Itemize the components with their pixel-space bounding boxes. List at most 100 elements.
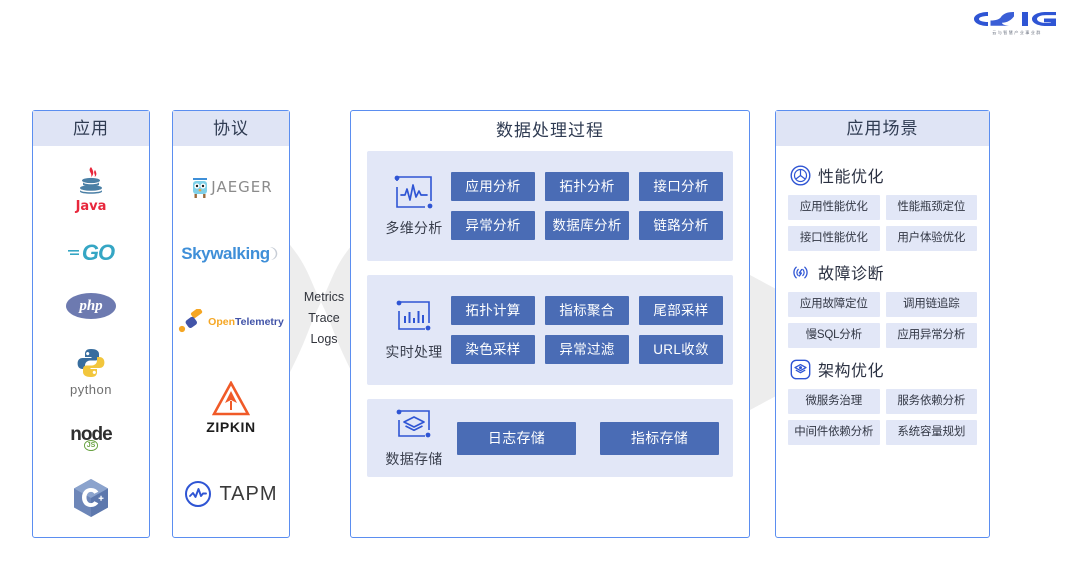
chip-interface-analysis[interactable]: 接口分析: [639, 172, 723, 201]
chip-topology-analysis[interactable]: 拓扑分析: [545, 172, 629, 201]
tag-service-dependency[interactable]: 服务依赖分析: [885, 389, 977, 414]
panel-application-title: 应用: [33, 111, 149, 146]
cpp-icon: [74, 478, 108, 517]
opentelemetry-label-open: Open: [208, 316, 235, 329]
java-icon: [80, 167, 102, 195]
multi-dimension-chip-grid: 应用分析 拓扑分析 接口分析 异常分析 数据库分析 链路分析: [451, 172, 723, 240]
chip-trace-analysis[interactable]: 链路分析: [639, 211, 723, 240]
chip-dye-sampling[interactable]: 染色采样: [451, 335, 535, 364]
nodejs-label: node: [70, 423, 112, 445]
scenario-tags-architecture: 微服务治理 服务依赖分析 中间件依赖分析 系统容量规划: [788, 389, 977, 445]
multi-dimension-analysis-label: 多维分析: [385, 219, 443, 236]
scenario-label-fault: 故障诊断: [818, 266, 885, 283]
chip-exception-filter[interactable]: 异常过滤: [545, 335, 629, 364]
csig-wordmark-icon: [974, 12, 1056, 26]
data-storage-label: 数据存储: [385, 450, 443, 467]
scenarios-body: 性能优化 应用性能优化 性能瓶颈定位 接口性能优化 用户体验优化 故障诊断: [776, 146, 989, 445]
python-icon: [77, 348, 105, 377]
java-label: Java: [75, 199, 107, 215]
opentelemetry-label-telemetry: Telemetry: [235, 316, 284, 329]
tag-slow-sql-analysis[interactable]: 慢SQL分析: [788, 323, 880, 348]
scenario-label-architecture: 架构优化: [818, 363, 885, 380]
jaeger-label: JAEGER: [211, 177, 273, 196]
panel-scenarios-title: 应用场景: [776, 111, 989, 146]
panel-protocol: 协议 JAEGER: [172, 110, 290, 538]
scenario-header-architecture: 架构优化: [790, 357, 977, 381]
tag-app-exception-analysis[interactable]: 应用异常分析: [885, 323, 977, 348]
fault-diagnosis-icon: [793, 266, 808, 278]
pipeline-group-multi-dimension: 多维分析 应用分析 拓扑分析 接口分析 异常分析 数据库分析 链路分析: [367, 151, 733, 261]
tag-performance-bottleneck[interactable]: 性能瓶颈定位: [885, 195, 977, 220]
zipkin-logo: ZIPKIN: [173, 380, 289, 435]
csig-logo: 云与智慧产业事业群: [970, 8, 1066, 38]
chip-application-analysis[interactable]: 应用分析: [451, 172, 535, 201]
panel-scenarios: 应用场景 性能优化 应用性能优化 性能瓶颈定位 接口性能优化 用户体验优化: [775, 110, 990, 538]
chip-exception-analysis[interactable]: 异常分析: [451, 211, 535, 240]
php-label: php: [79, 297, 103, 314]
tag-user-experience[interactable]: 用户体验优化: [885, 226, 977, 251]
tapm-label: TAPM: [219, 482, 278, 505]
go-label: GO: [81, 240, 115, 266]
python-logo: python: [33, 346, 149, 397]
data-storage-icon-block: 数据存储: [377, 408, 451, 469]
scenario-label-performance: 性能优化: [818, 169, 885, 186]
scenario-header-fault: 故障诊断: [790, 260, 977, 284]
data-storage-icon: [396, 409, 431, 437]
php-pill: php: [66, 293, 116, 320]
tag-microservice-governance[interactable]: 微服务治理: [788, 389, 880, 414]
chip-url-convergence[interactable]: URL收敛: [639, 335, 723, 364]
pipeline-body: 多维分析 应用分析 拓扑分析 接口分析 异常分析 数据库分析 链路分析: [351, 151, 749, 477]
chip-topology-compute[interactable]: 拓扑计算: [451, 296, 535, 325]
panel-application: 应用 Java GO: [32, 110, 150, 538]
panel-protocol-title: 协议: [173, 111, 289, 146]
chip-metric-aggregation[interactable]: 指标聚合: [545, 296, 629, 325]
scenario-header-performance: 性能优化: [790, 163, 977, 187]
java-logo: Java: [33, 165, 149, 213]
tag-interface-performance[interactable]: 接口性能优化: [788, 226, 880, 251]
go-speed-icon: [67, 250, 79, 256]
panel-data-pipeline: 数据处理过程 多维分析 应用分析 拓扑分析 接口分析: [350, 110, 750, 538]
realtime-processing-icon-block: 实时处理: [377, 299, 451, 362]
scenario-tags-performance: 应用性能优化 性能瓶颈定位 接口性能优化 用户体验优化: [788, 195, 977, 251]
performance-optimization-icon: [790, 164, 811, 186]
storage-chip-grid: 日志存储 指标存储: [451, 421, 723, 455]
python-label: python: [69, 381, 113, 397]
chip-metric-storage[interactable]: 指标存储: [600, 421, 719, 455]
tapm-logo: TAPM: [173, 480, 289, 508]
jaeger-logo: JAEGER: [173, 175, 289, 199]
realtime-chip-grid: 拓扑计算 指标聚合 尾部采样 染色采样 异常过滤 URL收敛: [451, 296, 723, 364]
tag-capacity-planning[interactable]: 系统容量规划: [885, 420, 977, 445]
tag-app-performance-optimization[interactable]: 应用性能优化: [788, 195, 880, 220]
architecture-optimization-icon: [790, 359, 811, 379]
csig-logo-subtitle: 云与智慧产业事业群: [992, 30, 1042, 35]
skywalking-logo: Skywalking: [173, 244, 289, 264]
scenario-tags-fault: 应用故障定位 调用链追踪 慢SQL分析 应用异常分析: [788, 292, 977, 348]
skywalking-label: Skywalking: [181, 244, 270, 264]
pipeline-group-realtime: 实时处理 拓扑计算 指标聚合 尾部采样 染色采样 异常过滤 URL收敛: [367, 275, 733, 385]
tag-middleware-dependency[interactable]: 中间件依赖分析: [788, 420, 880, 445]
connector-line-logs: Logs: [310, 332, 338, 346]
connector-data-types: Metrics Trace Logs: [291, 287, 357, 350]
tag-call-chain-tracing[interactable]: 调用链追踪: [885, 292, 977, 317]
nodejs-logo: node JS: [33, 424, 149, 451]
multi-dimension-analysis-icon-block: 多维分析: [377, 175, 451, 238]
protocol-logo-list: JAEGER Skywalking: [173, 146, 289, 537]
opentelemetry-mark-icon: [179, 309, 203, 333]
chip-tail-sampling[interactable]: 尾部采样: [639, 296, 723, 325]
opentelemetry-logo: OpenTelemetry: [173, 309, 289, 335]
tapm-mark-icon: [185, 481, 212, 508]
chip-log-storage[interactable]: 日志存储: [457, 421, 576, 455]
multi-dimension-analysis-icon: [394, 175, 433, 208]
chip-database-analysis[interactable]: 数据库分析: [545, 211, 629, 240]
connector-ribbon-left: [286, 240, 356, 380]
skywalking-swoosh-icon: [269, 247, 278, 261]
nodejs-sub-label: JS: [83, 439, 99, 451]
php-logo: php: [33, 293, 149, 320]
realtime-processing-label: 实时处理: [385, 343, 443, 360]
cpp-logo: [33, 478, 149, 518]
zipkin-label: ZIPKIN: [206, 418, 256, 435]
connector-ribbon-right: [750, 275, 776, 410]
pipeline-group-storage: 数据存储 日志存储 指标存储: [367, 399, 733, 477]
tag-app-fault-location[interactable]: 应用故障定位: [788, 292, 880, 317]
